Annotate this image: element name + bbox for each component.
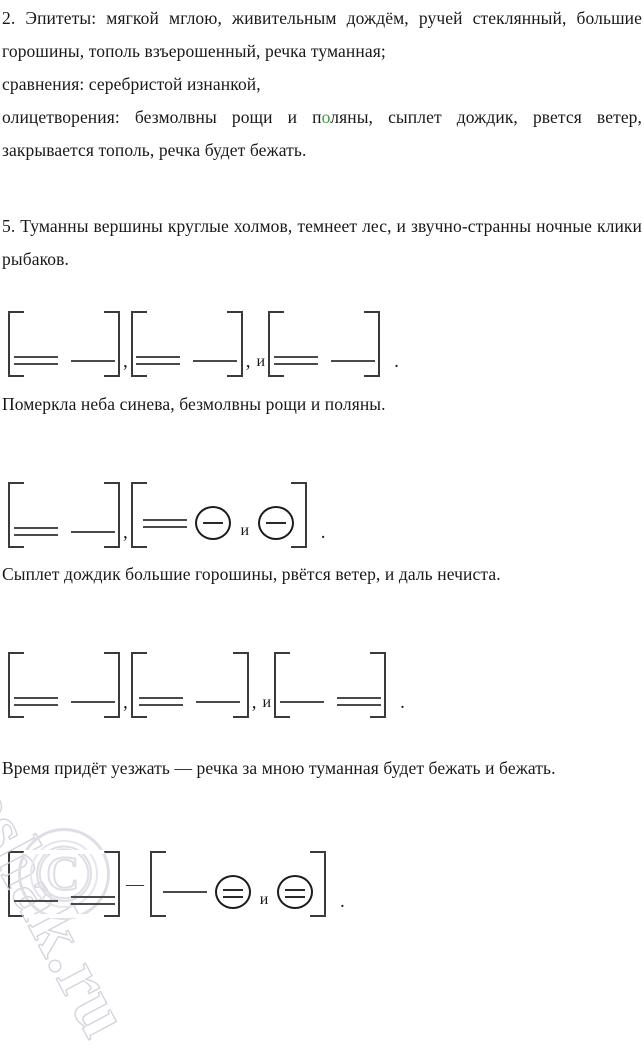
- subject-mark: [279, 700, 324, 703]
- clause-bracket: [274, 651, 387, 719]
- bracket-contents: [258, 356, 391, 377]
- clause-bracket: [130, 651, 249, 719]
- predicate-mark: [70, 896, 115, 905]
- predicate-mark: [13, 356, 58, 365]
- subject-mark: [203, 522, 224, 524]
- subject-mark: [70, 530, 115, 533]
- subject-mark: [162, 891, 207, 893]
- paragraph-sentence-2: Померкла неба синева, безмолвны рощи и п…: [2, 394, 386, 414]
- bracket-top-gap: [166, 850, 310, 854]
- bracket-top-gap: [24, 651, 104, 655]
- bracket-top-gap: [24, 850, 104, 854]
- predicate-mark: [143, 518, 188, 528]
- sentence-scheme-4: — и .: [8, 845, 348, 923]
- predicate-mark: [136, 356, 181, 365]
- clause-bracket: [268, 310, 381, 378]
- bracket-bottom-gap: [24, 914, 104, 918]
- clause-bracket: и: [150, 850, 326, 918]
- predicate-mark: [222, 889, 243, 898]
- scheme-conjunction: и: [262, 694, 272, 711]
- bracket-bottom-gap: [284, 374, 365, 378]
- predicate-mark: [336, 697, 381, 706]
- predicate-mark: [285, 889, 306, 898]
- paragraph-answer-2-line-3: олицетворения: безмолвны рощи и поляны, …: [2, 101, 642, 167]
- clause-bracket: и: [130, 481, 307, 549]
- predicate-mark: [139, 697, 184, 706]
- clause-bracket: [8, 481, 120, 549]
- paragraph-answer-2-line-2: сравнения: серебристой изнанкой,: [2, 74, 261, 94]
- scheme-separator-dash: —: [126, 873, 144, 894]
- bracket-bottom-gap: [24, 545, 104, 549]
- scheme-separator-period: .: [320, 522, 326, 543]
- bracket-contents: [0, 527, 131, 548]
- inner-conjunction: и: [240, 522, 250, 539]
- bracket-bottom-gap: [24, 374, 104, 378]
- bracket-top-gap: [290, 651, 371, 655]
- bracket-top-gap: [24, 310, 104, 314]
- bracket-contents: [120, 356, 253, 377]
- subject-mark: [70, 359, 115, 362]
- bracket-top-gap: [146, 651, 233, 655]
- bracket-top-gap: [146, 310, 227, 314]
- subject-mark: [70, 700, 115, 703]
- homogeneous-member-circle: [214, 875, 251, 909]
- bracket-bottom-gap: [24, 715, 104, 719]
- bracket-contents: [123, 697, 256, 718]
- highlighted-letter: о: [321, 107, 331, 127]
- bracket-bottom-gap: [146, 374, 227, 378]
- sentence-scheme-1: , , и .: [8, 305, 402, 383]
- text-before-highlight: олицетворения: безмолвны рощи и п: [2, 107, 322, 127]
- scheme-separator-comma: ,: [123, 522, 128, 543]
- subject-mark: [193, 359, 238, 362]
- clause-bracket: [8, 850, 120, 918]
- scheme-separator-period: .: [394, 351, 399, 372]
- text-after-highlight: ляны, сыплет дождик, рвется ветер, закры…: [2, 107, 643, 160]
- scheme-separator-comma: ,: [123, 692, 128, 713]
- subject-mark: [266, 522, 287, 524]
- scheme-separator-comma: ,: [251, 692, 257, 713]
- bracket-top-gap: [146, 481, 291, 485]
- paragraph-answer-2-line-1: 2. Эпитеты: мягкой мглою, живительным до…: [2, 8, 642, 61]
- sentence-scheme-2: , и .: [8, 476, 329, 554]
- inner-conjunction: и: [259, 891, 269, 908]
- paragraph-sentence-4: Время придёт уезжать — речка за мною тум…: [2, 758, 556, 778]
- scheme-separator-comma: ,: [123, 351, 128, 372]
- bracket-contents: и: [127, 506, 310, 548]
- homogeneous-member-circle: [277, 875, 314, 909]
- scheme-conjunction: и: [256, 353, 266, 370]
- bracket-bottom-gap: [290, 715, 371, 719]
- bracket-contents: и: [147, 875, 330, 917]
- clause-bracket: [8, 310, 120, 378]
- clause-bracket: [8, 651, 120, 719]
- scheme-separator-period: .: [400, 692, 405, 713]
- homogeneous-member-circle: [195, 506, 232, 540]
- bracket-contents: [0, 356, 131, 377]
- bracket-top-gap: [24, 481, 104, 485]
- scheme-separator-period: .: [340, 891, 345, 912]
- sentence-scheme-3: , , и .: [8, 646, 408, 724]
- bracket-contents: [0, 697, 131, 718]
- scheme-separator-comma: ,: [245, 351, 251, 372]
- homogeneous-member-circle: [258, 506, 295, 540]
- bracket-contents: [0, 896, 131, 917]
- clause-bracket: [130, 310, 243, 378]
- subject-mark: [13, 899, 58, 902]
- bracket-top-gap: [284, 310, 365, 314]
- subject-mark: [330, 359, 375, 362]
- subject-mark: [196, 700, 241, 703]
- predicate-mark: [13, 527, 58, 536]
- predicate-mark: [13, 697, 58, 706]
- paragraph-sentence-3: Сыплет дождик большие горошины, рвётся в…: [2, 564, 501, 584]
- bracket-contents: [264, 697, 397, 718]
- paragraph-answer-5-sentence: 5. Туманны вершины круглые холмов, темне…: [2, 216, 642, 269]
- bracket-bottom-gap: [166, 914, 310, 918]
- predicate-mark: [273, 356, 318, 365]
- bracket-bottom-gap: [146, 715, 233, 719]
- bracket-bottom-gap: [146, 545, 291, 549]
- document-page: 2. Эпитеты: мягкой мглою, живительным до…: [0, 0, 644, 923]
